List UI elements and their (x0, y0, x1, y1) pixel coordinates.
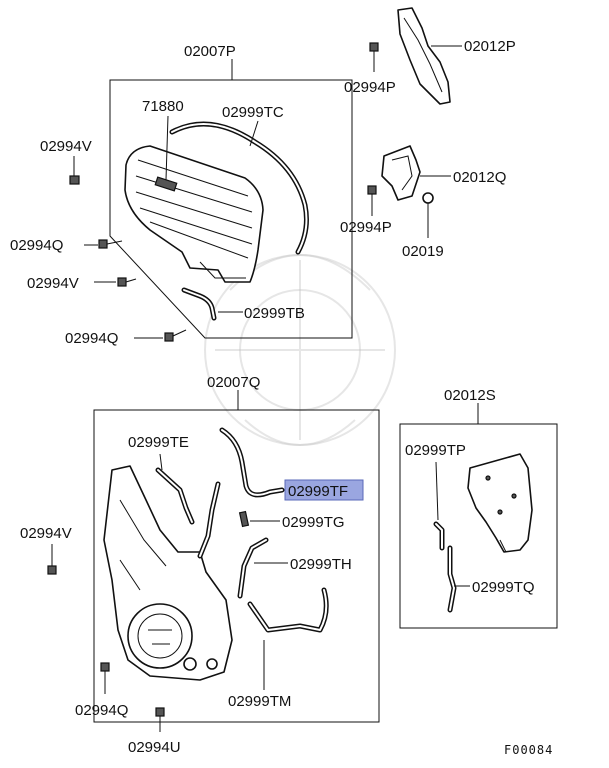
bracket-02012s (467, 453, 533, 553)
bolt-v-upper2 (117, 277, 137, 287)
washer-02019 (422, 192, 434, 238)
label-gasket-tg: 02999TG (282, 514, 345, 531)
label-bolt-p-top: 02994P (344, 79, 396, 96)
lower-cover-box (93, 409, 380, 723)
bracket-02012q (381, 145, 421, 201)
bolt-p-mid (367, 185, 377, 216)
label-gasket-tp: 02999TP (405, 442, 466, 459)
label-gasket-tq: 02999TQ (472, 579, 535, 596)
label-gasket-tf: 02999TF (288, 483, 348, 500)
label-bolt-v-upper: 02994V (40, 138, 92, 155)
label-gasket-tc: 02999TC (222, 104, 284, 121)
label-label-plate: 71880 (142, 98, 184, 115)
bolt-q-upper2 (164, 329, 187, 342)
bolt-u-lower (155, 707, 165, 732)
label-bracket-q: 02012Q (453, 169, 506, 186)
gasket-tp-leader (435, 461, 439, 521)
label-cover-upper: 02007P (184, 43, 236, 60)
gasket-02999tg (238, 510, 250, 528)
label-plate-leader (165, 115, 169, 181)
figure-code: F00084 (504, 743, 553, 757)
label-gasket-te: 02999TE (128, 434, 189, 451)
gasket-02999tm (247, 587, 329, 633)
label-bolt-q-upper1: 02994Q (10, 237, 63, 254)
bolt-p-top (369, 42, 379, 72)
label-gasket-tf-highlight (284, 479, 364, 501)
label-bracket-s: 02012S (444, 387, 496, 404)
bolt-q-upper1 (98, 239, 123, 249)
gasket-te-leader (159, 453, 163, 471)
label-gasket-tm: 02999TM (228, 693, 291, 710)
label-gasket-th: 02999TH (290, 556, 352, 573)
label-cover-lower: 02007Q (207, 374, 260, 391)
gasket-02999te (155, 467, 195, 525)
label-bolt-q-upper2: 02994Q (65, 330, 118, 347)
label-bracket-p: 02012P (464, 38, 516, 55)
gasket-tc-leader (249, 120, 259, 147)
label-bolt-p-mid: 02994P (340, 219, 392, 236)
upper-timing-cover (124, 145, 264, 283)
lower-timing-cover (103, 465, 233, 681)
watermark-emblem (204, 254, 396, 446)
label-bolt-v-lower: 02994V (20, 525, 72, 542)
label-bolt-v-upper2: 02994V (27, 275, 79, 292)
bolt-v-lower (47, 544, 57, 575)
bracket-02012p (397, 7, 451, 105)
label-plate-71880 (154, 176, 178, 192)
bolt-q-lower (100, 662, 110, 694)
label-bolt-q-lower: 02994Q (75, 702, 128, 719)
label-bolt-u-lower: 02994U (128, 739, 181, 756)
label-washer: 02019 (402, 243, 444, 260)
label-gasket-tb: 02999TB (244, 305, 305, 322)
upper-cover-box (109, 79, 353, 339)
